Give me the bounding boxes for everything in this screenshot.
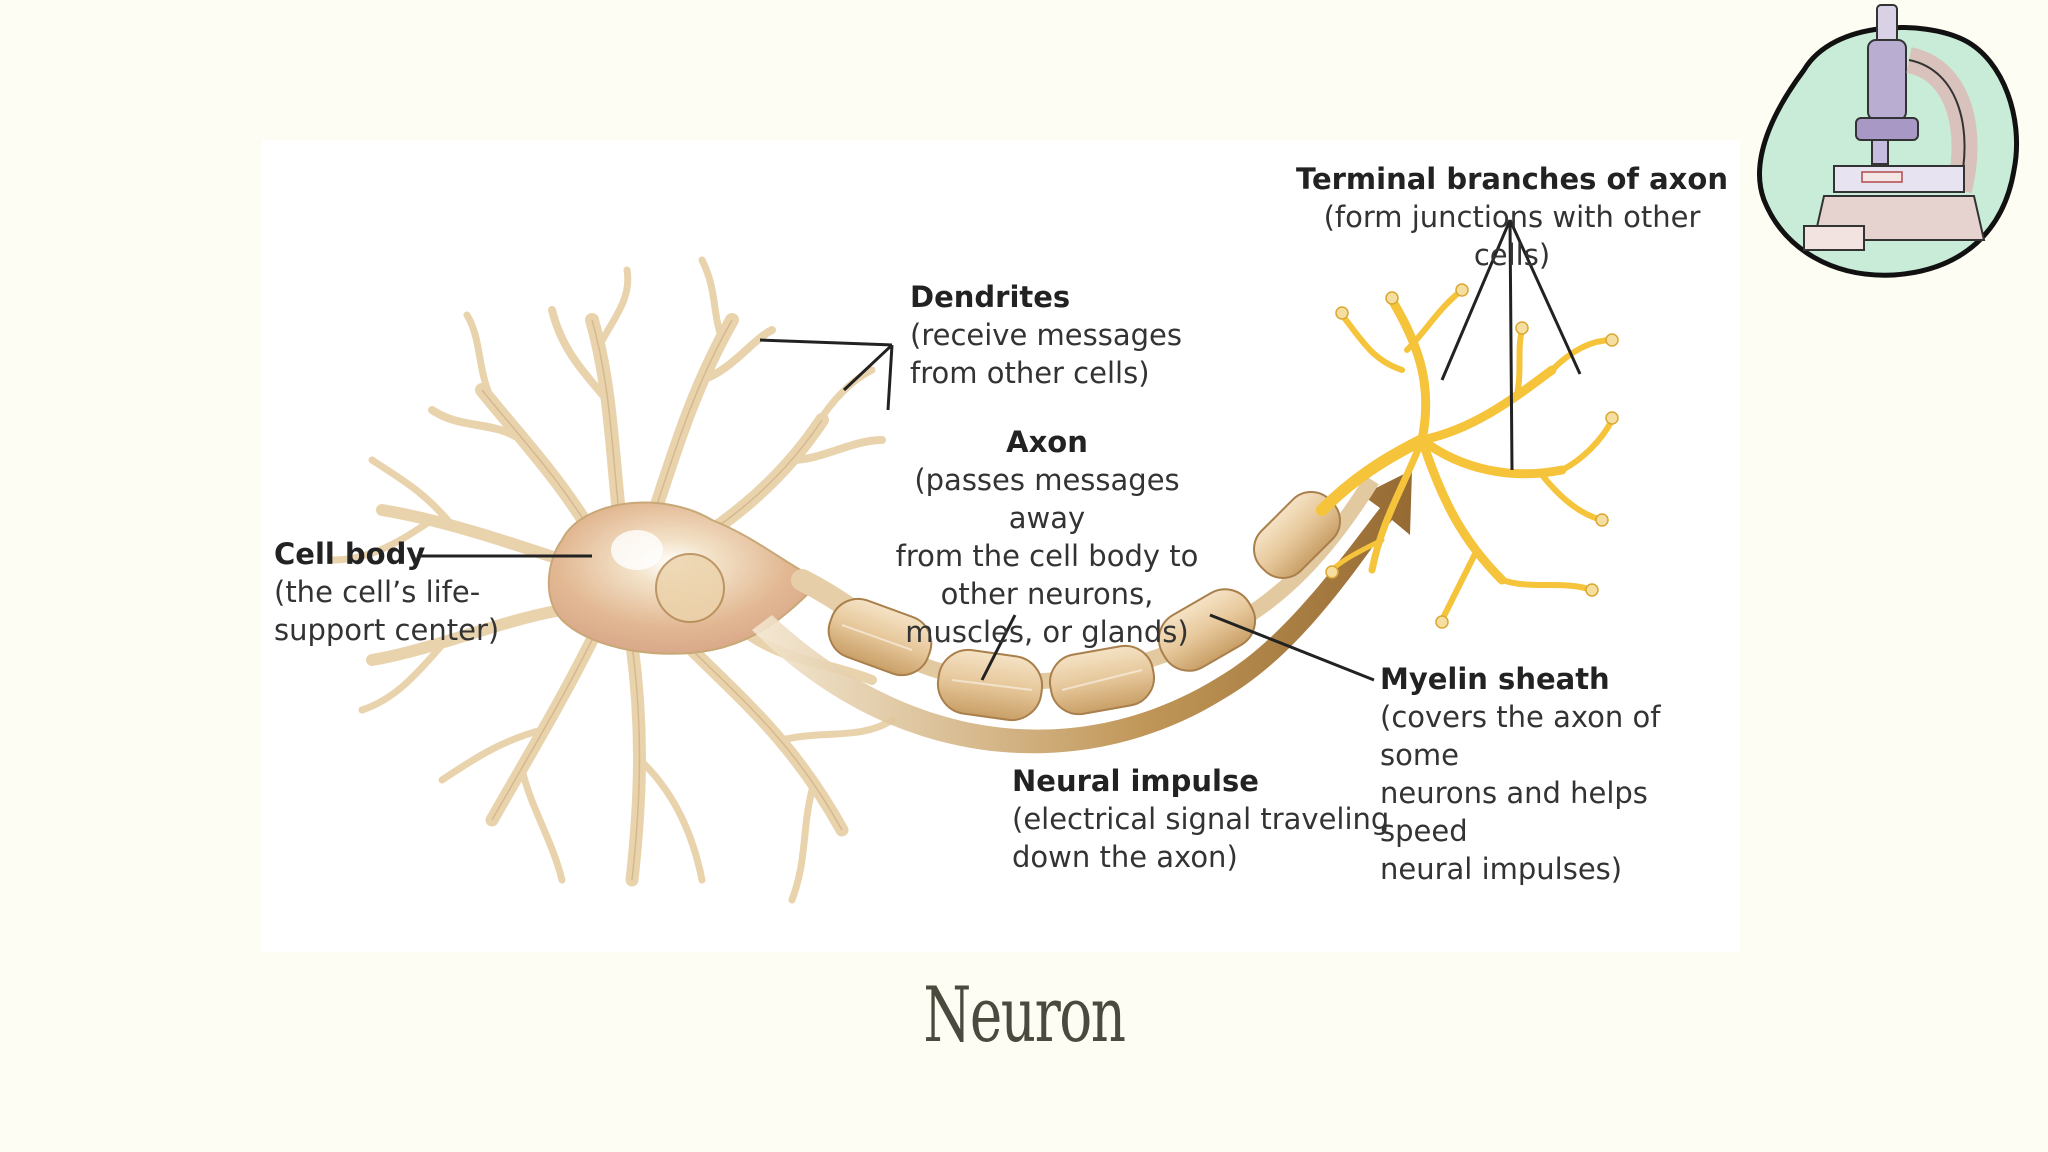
dendrites-desc-line: (receive messages — [910, 318, 1182, 352]
terminal-branches-desc: (form junctions with other cells) — [1323, 200, 1701, 272]
neuron-diagram: Terminal branches of axon (form junction… — [262, 140, 1740, 952]
neural-impulse-desc-line: down the axon) — [1012, 840, 1238, 874]
dendrites-title: Dendrites — [910, 280, 1071, 314]
cell-body-desc-line: support center) — [274, 613, 500, 647]
label-dendrites: Dendrites (receive messages from other c… — [910, 278, 1182, 392]
myelin-desc-line: neurons and helps speed — [1380, 776, 1648, 848]
neural-impulse-desc-line: (electrical signal traveling — [1012, 802, 1390, 836]
nucleus — [655, 553, 725, 623]
slide-title: Neuron — [923, 970, 1126, 1059]
cell-body-title: Cell body — [274, 537, 426, 571]
terminal-branches-title: Terminal branches of axon — [1296, 162, 1728, 196]
dendrites-desc-line: from other cells) — [910, 356, 1150, 390]
neuron-illustration — [328, 219, 1619, 904]
label-cell-body: Cell body (the cell’s life- support cent… — [274, 535, 499, 649]
axon-desc-line: (passes messages away — [914, 463, 1180, 535]
label-axon: Axon (passes messages away from the cell… — [877, 423, 1217, 651]
axon-title: Axon — [1006, 425, 1088, 459]
myelin-desc-line: (covers the axon of some — [1380, 700, 1661, 772]
neural-impulse-arrow — [752, 470, 1412, 754]
axon-desc-line: from the cell body to — [895, 539, 1199, 573]
terminal-buttons — [1325, 283, 1619, 629]
axon-desc-line: muscles, or glands) — [905, 615, 1189, 649]
label-neural-impulse: Neural impulse (electrical signal travel… — [1012, 762, 1389, 876]
microscope-icon — [1757, 4, 2020, 278]
label-myelin-sheath: Myelin sheath (covers the axon of some n… — [1380, 660, 1740, 888]
myelin-desc-line: neural impulses) — [1380, 852, 1623, 886]
neural-impulse-title: Neural impulse — [1012, 764, 1259, 798]
myelin-sheath-title: Myelin sheath — [1380, 662, 1610, 696]
axon-terminals — [1316, 287, 1615, 623]
cell-body-desc-line: (the cell’s life- — [274, 575, 481, 609]
leader-lines — [420, 219, 1582, 682]
axon-desc-line: other neurons, — [940, 577, 1154, 611]
label-terminal-branches: Terminal branches of axon (form junction… — [1287, 160, 1737, 274]
